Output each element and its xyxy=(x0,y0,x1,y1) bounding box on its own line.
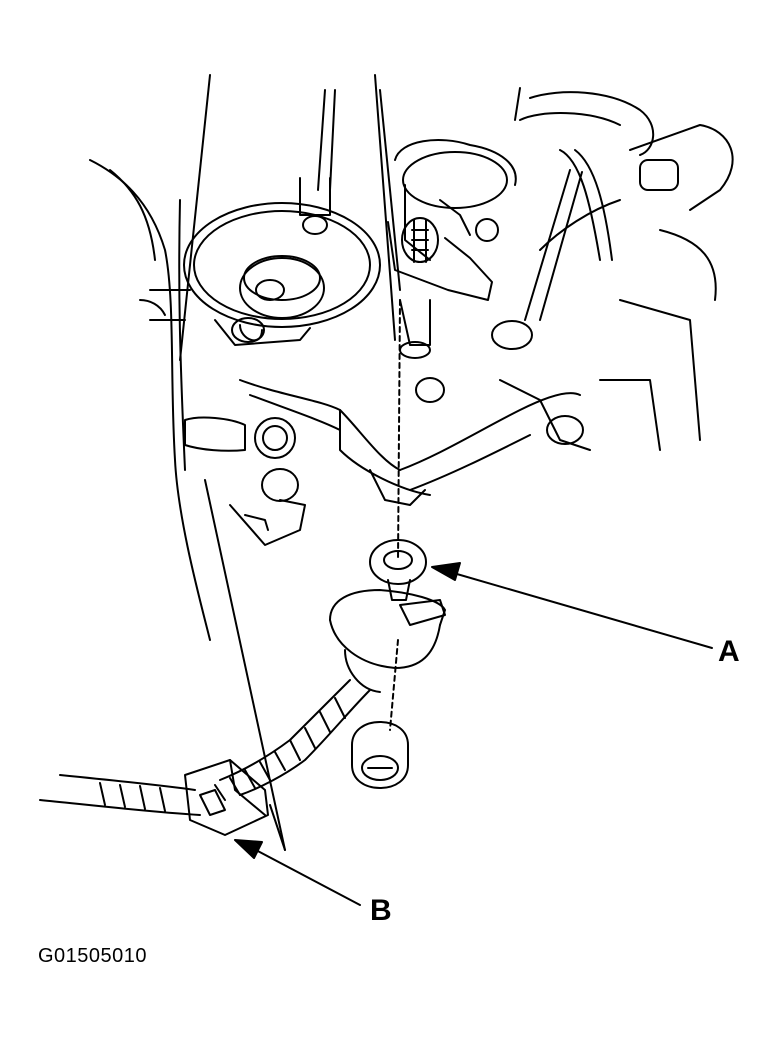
engine-block-outline xyxy=(89,159,211,641)
mounting-bracket xyxy=(229,468,306,546)
cable-clamp xyxy=(184,759,269,836)
callout-label-b: B xyxy=(370,894,392,927)
leader-b xyxy=(234,839,361,906)
figure-id: G01505010 xyxy=(38,945,148,967)
panel-outline xyxy=(204,479,286,851)
flange-nut xyxy=(351,721,409,789)
cross-pipe xyxy=(184,377,591,506)
leader-a xyxy=(431,562,713,649)
intake-tubes xyxy=(179,74,521,361)
callout-label-a: A xyxy=(718,635,740,668)
right-hoses xyxy=(491,91,734,451)
upper-sensor-assembly xyxy=(387,139,517,359)
round-canister xyxy=(183,177,381,346)
rubber-boot xyxy=(329,589,446,693)
alignment-lines xyxy=(389,299,401,731)
ground-cable xyxy=(39,679,371,816)
